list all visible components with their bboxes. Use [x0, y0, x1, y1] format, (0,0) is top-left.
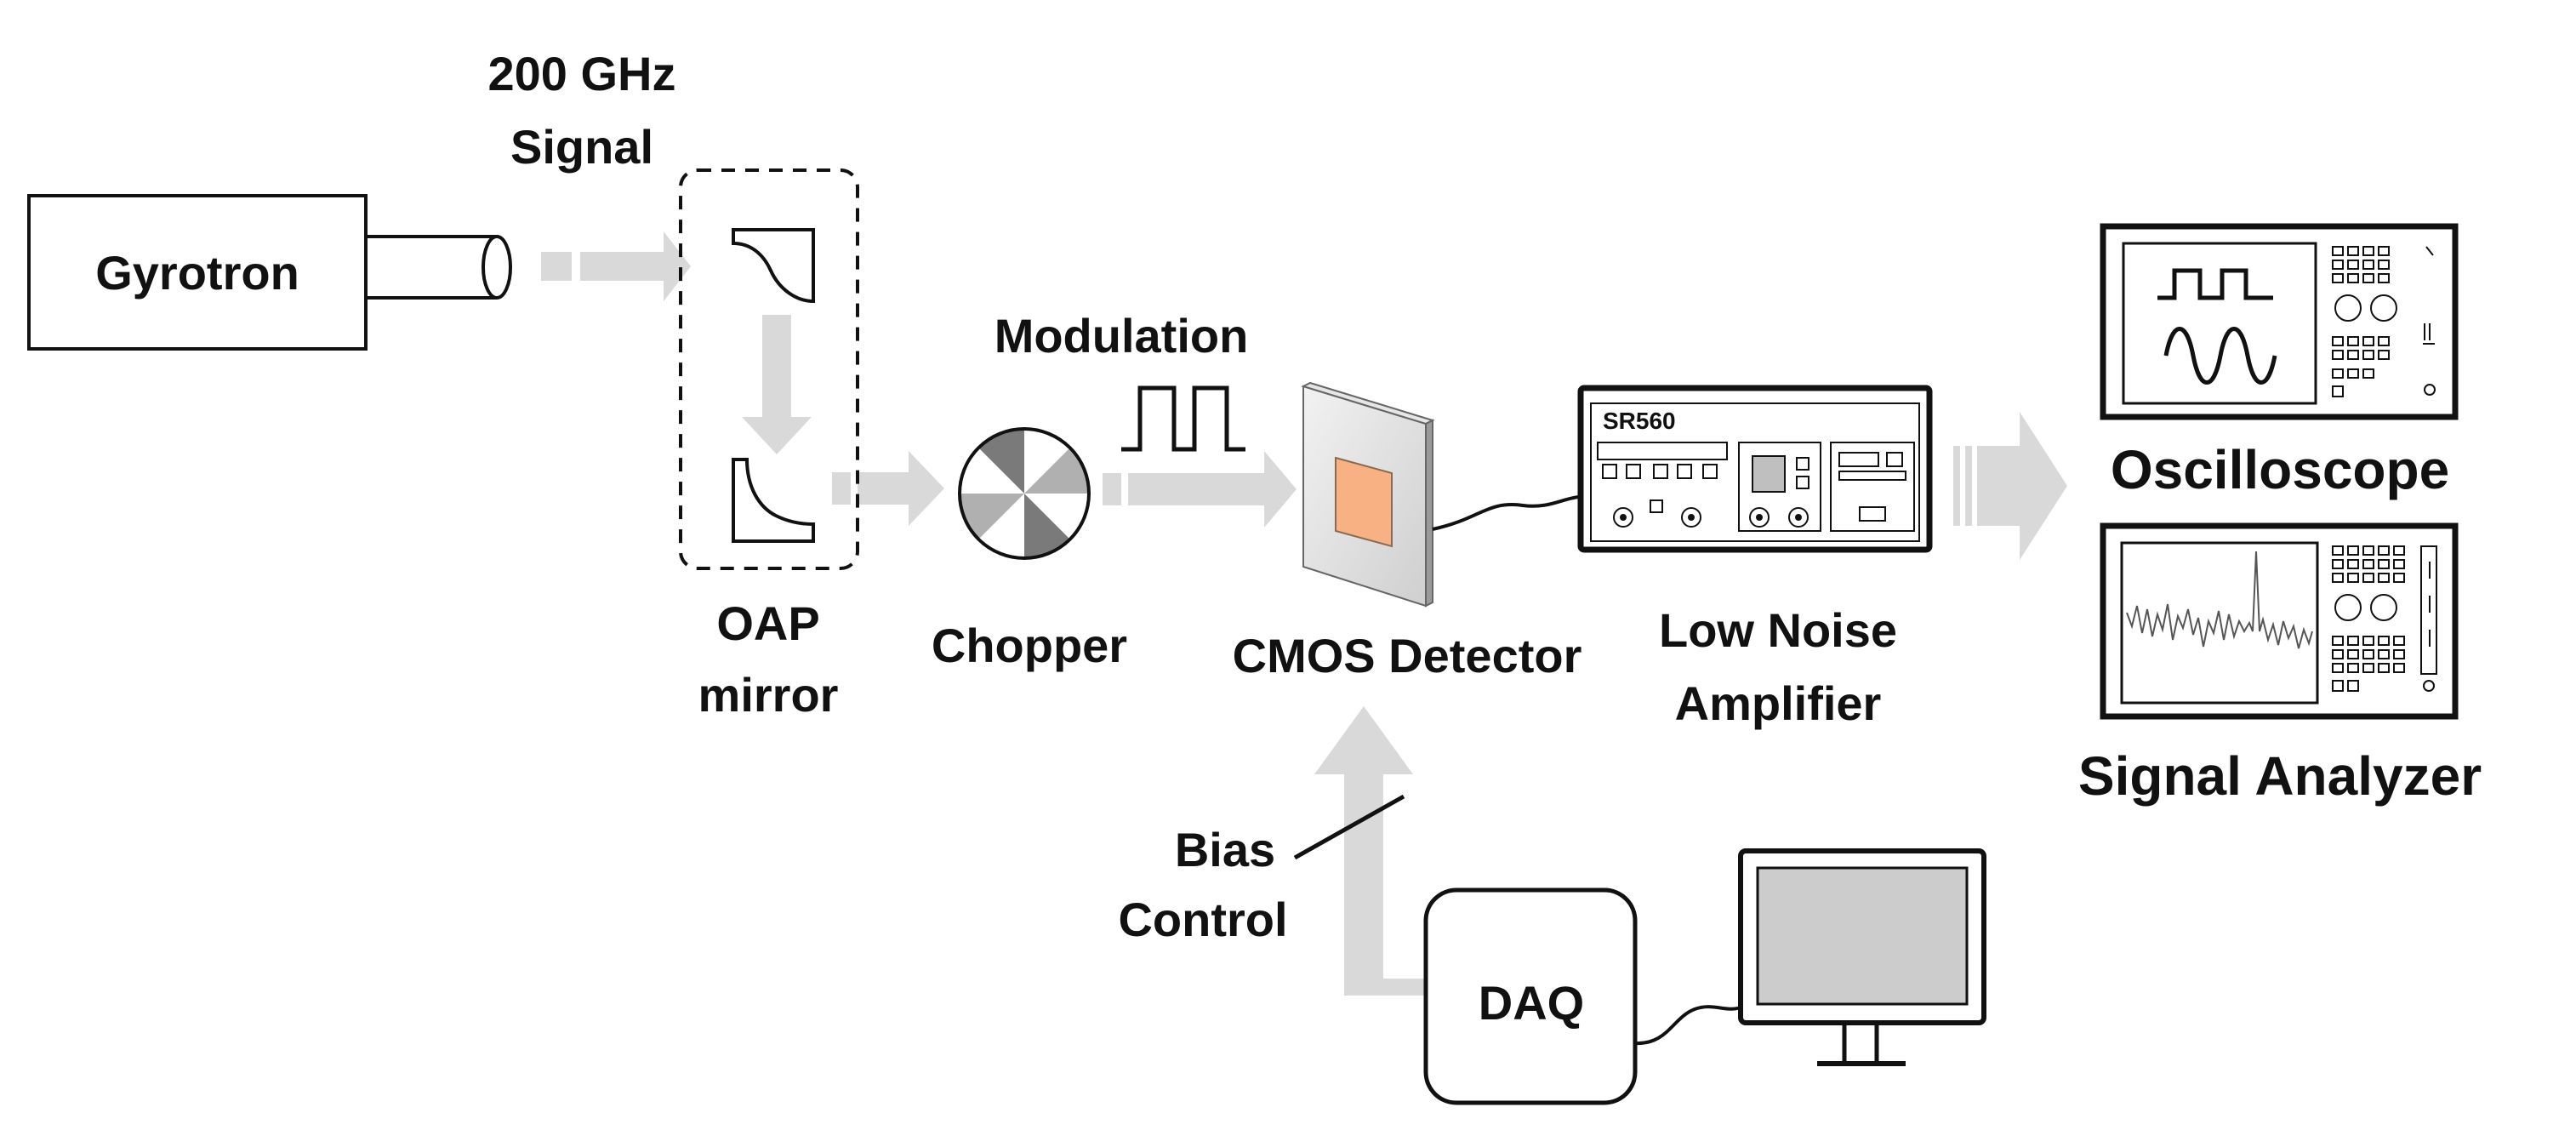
low-noise-amplifier [1577, 385, 1933, 553]
oscilloscope-sine-wave [2163, 327, 2277, 385]
beam-arrow-amp-to-instruments [1953, 412, 2067, 560]
daq-box [1423, 887, 1638, 1105]
gyrotron [27, 194, 512, 351]
amplifier-model-label: SR560 [1603, 408, 1676, 434]
gyrotron-label: Gyrotron [95, 246, 299, 300]
square-wave-icon [1121, 385, 1245, 452]
oap-mirror-top [732, 228, 815, 304]
daq-to-monitor-cable [1634, 1005, 1741, 1046]
analyzer-label: Signal Analyzer [2078, 745, 2482, 807]
oap-label: OAP [716, 596, 819, 650]
oap-mirror-label: mirror [698, 668, 839, 722]
control-label: Control [1118, 893, 1287, 946]
oscilloscope [2100, 223, 2459, 420]
beam-arrow-chopper-to-detector [1103, 451, 1297, 528]
beam-arrow-oap-to-chopper [832, 451, 944, 526]
signal-label: Signal [510, 120, 653, 174]
amplifier-label-line2: Amplifier [1675, 676, 1882, 730]
beam-arrow-gyrotron-to-oap [541, 231, 691, 301]
beam-arrow-oap-down [742, 315, 812, 454]
bias-label: Bias [1175, 823, 1275, 876]
oap-mirror-assembly [679, 168, 859, 570]
modulation-label: Modulation [994, 309, 1249, 362]
signal-analyzer [2100, 522, 2459, 720]
oscilloscope-label: Oscilloscope [2111, 439, 2449, 500]
cmos-detector [1301, 381, 1435, 608]
detector-label: CMOS Detector [1233, 629, 1582, 682]
computer-monitor [1738, 848, 1986, 1066]
detector-chip [1335, 456, 1393, 548]
amplifier-label-line1: Low Noise [1659, 603, 1897, 657]
signal-frequency-label: 200 GHz [488, 47, 676, 100]
chopper-wheel [958, 427, 1091, 560]
detector-to-amplifier-cable [1432, 495, 1580, 531]
oscilloscope-square-wave [2157, 268, 2273, 300]
bias-control-arrow [1314, 706, 1428, 996]
oap-mirror-bottom [732, 458, 815, 543]
spectrum-trace [2126, 551, 2313, 649]
bias-control-slash [1293, 794, 1405, 860]
chopper-label: Chopper [932, 619, 1127, 672]
daq-label: DAQ [1479, 976, 1584, 1030]
